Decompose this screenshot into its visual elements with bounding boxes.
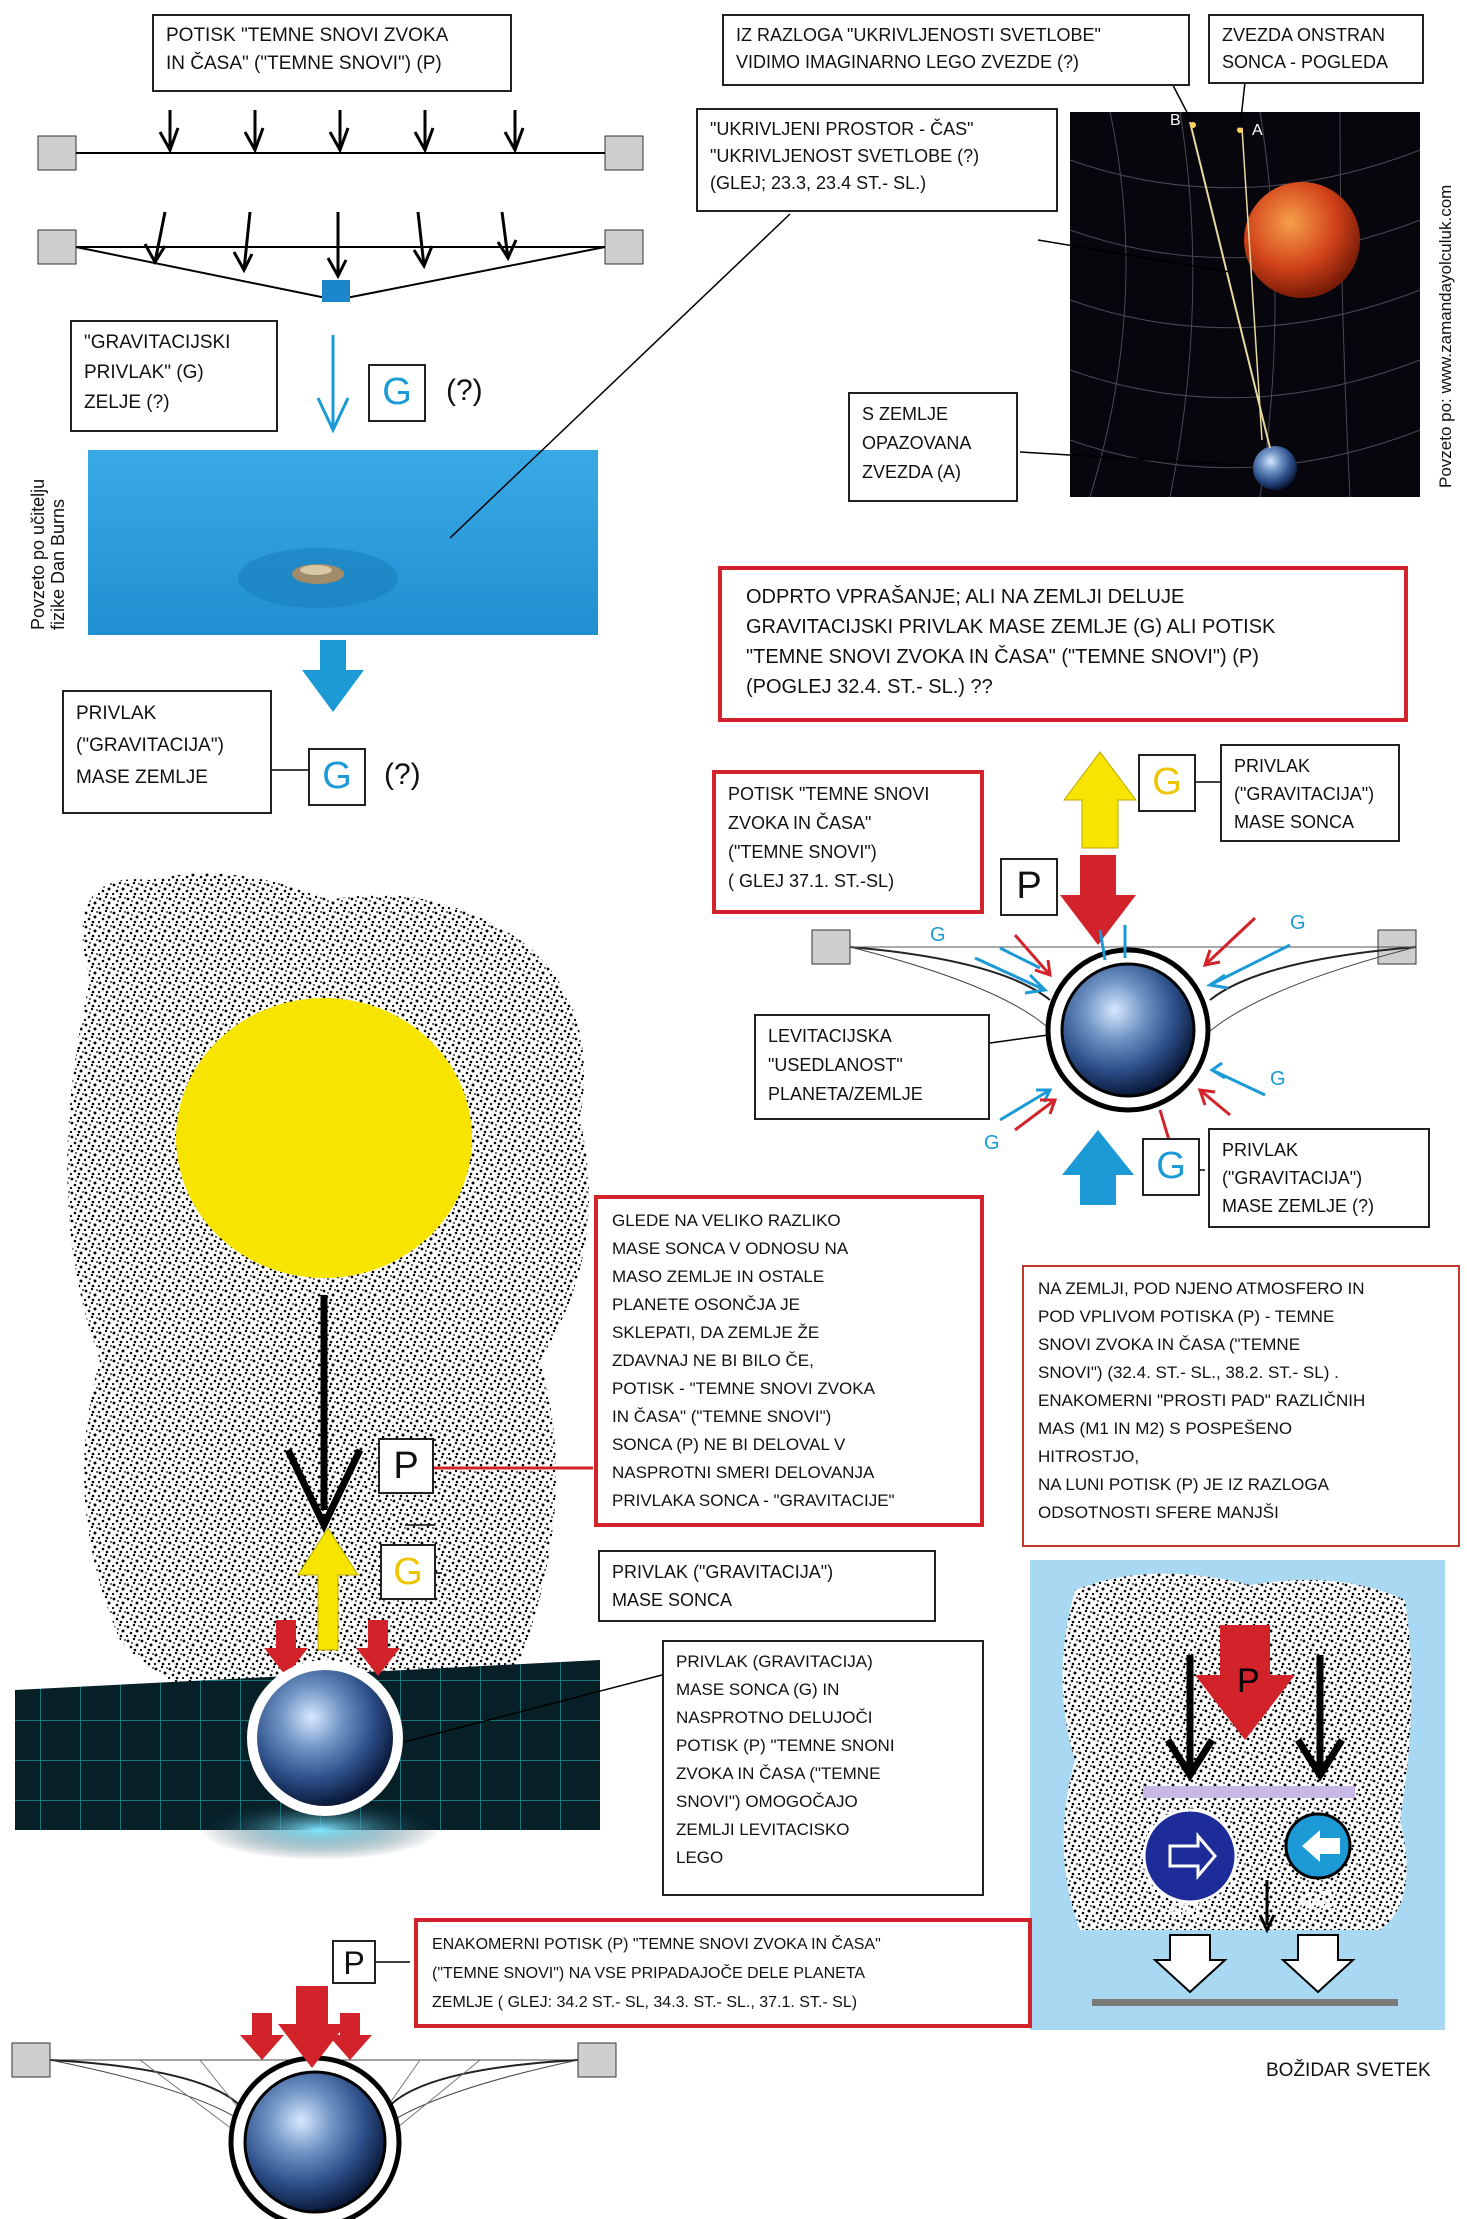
blue-arrow-thick bbox=[302, 640, 364, 712]
box-glede-na-veliko: GLEDE NA VELIKO RAZLIKO MASE SONCA V ODN… bbox=[594, 1195, 984, 1527]
box-potisk-red: POTISK "TEMNE SNOVI ZVOKA IN ČASA" ("TEM… bbox=[712, 770, 984, 914]
sun-dark-matter-cloud bbox=[15, 873, 663, 1860]
membrane-photo bbox=[88, 450, 598, 635]
letter-p-bottom: P bbox=[332, 1940, 376, 1984]
box-ukrivljeni-prostor: "UKRIVLJENI PROSTOR - ČAS" "UKRIVLJENOST… bbox=[696, 108, 1058, 212]
label-star-b: B bbox=[1170, 112, 1181, 129]
box-s-zemlje: S ZEMLJE OPAZOVANA ZVEZDA (A) bbox=[848, 392, 1018, 502]
credit-teacher: Povzeto po učitelju fizike Dan Burns bbox=[28, 478, 68, 630]
box-gravitacijski-privlak: "GRAVITACIJSKI PRIVLAK" (G) ZELJE (?) bbox=[70, 320, 278, 432]
rope-diagram-sagging bbox=[37, 211, 644, 302]
question-mark-2: (?) bbox=[384, 758, 421, 791]
letter-g-sun: G bbox=[380, 1544, 436, 1600]
box-na-zemlji: NA ZEMLJI, POD NJENO ATMOSFERO IN POD VP… bbox=[1022, 1265, 1460, 1547]
credit-source: Povzeto po: www.zamandayolculuk.com bbox=[1436, 184, 1455, 488]
letter-p: P bbox=[1000, 858, 1058, 916]
box-odprto-vprasanje: ODPRTO VPRAŠANJE; ALI NA ZEMLJI DELUJE G… bbox=[718, 566, 1408, 722]
question-mark: (?) bbox=[446, 374, 483, 407]
bottom-planet-diagram bbox=[11, 1961, 617, 2219]
label-star-a: A bbox=[1252, 122, 1263, 139]
label-m2: m2 bbox=[1300, 1886, 1334, 1913]
label-p-fall: P bbox=[1237, 1662, 1260, 1700]
box-levitacijska: LEVITACIJSKA "USEDLANOST" PLANETA/ZEMLJE bbox=[754, 1014, 990, 1120]
rope-diagram-straight bbox=[37, 110, 644, 171]
letter-g-blue-3: G bbox=[1142, 1138, 1200, 1196]
letter-g-blue: G bbox=[368, 364, 426, 422]
box-privlak-mase-zemlje: PRIVLAK ("GRAVITACIJA") MASE ZEMLJE bbox=[62, 690, 272, 814]
box-privlak-sonca-2: PRIVLAK ("GRAVITACIJA") MASE SONCA bbox=[598, 1550, 936, 1622]
planet-force-diagram bbox=[811, 751, 1417, 1205]
box-privlak-mase-zemlje-2: PRIVLAK ("GRAVITACIJA") MASE ZEMLJE (?) bbox=[1208, 1128, 1430, 1228]
box-privlak-gravitacija: PRIVLAK (GRAVITACIJA) MASE SONCA (G) IN … bbox=[662, 1640, 984, 1896]
box-privlak-mase-sonca: PRIVLAK ("GRAVITACIJA") MASE SONCA bbox=[1220, 744, 1400, 842]
space-photo bbox=[1069, 111, 1421, 498]
label-g-topright: G bbox=[1290, 912, 1306, 934]
blue-arrow-thin bbox=[316, 335, 350, 434]
letter-g-yellow: G bbox=[1138, 754, 1196, 812]
box-zvezda-onstran: ZVEZDA ONSTRAN SONCA - POGLEDA bbox=[1208, 14, 1424, 84]
label-g-right: G bbox=[1270, 1068, 1286, 1090]
label-m1: m1 bbox=[1170, 1896, 1204, 1923]
box-enakomerni-potisk: ENAKOMERNI POTISK (P) "TEMNE SNOVI ZVOKA… bbox=[414, 1918, 1032, 2028]
author-name: BOŽIDAR SVETEK bbox=[1266, 2060, 1431, 2081]
label-g-topleft: G bbox=[930, 924, 946, 946]
letter-g-blue-2: G bbox=[308, 748, 366, 806]
box-iz-razloga: IZ RAZLOGA "UKRIVLJENOSTI SVETLOBE" VIDI… bbox=[722, 14, 1190, 86]
box-potisk-temne-snovi: POTISK "TEMNE SNOVI ZVOKA IN ČASA" ("TEM… bbox=[152, 14, 512, 92]
letter-p-sun: P bbox=[378, 1438, 434, 1494]
label-g-bottomleft: G bbox=[984, 1132, 1000, 1154]
free-fall-diagram bbox=[1030, 1560, 1445, 2030]
